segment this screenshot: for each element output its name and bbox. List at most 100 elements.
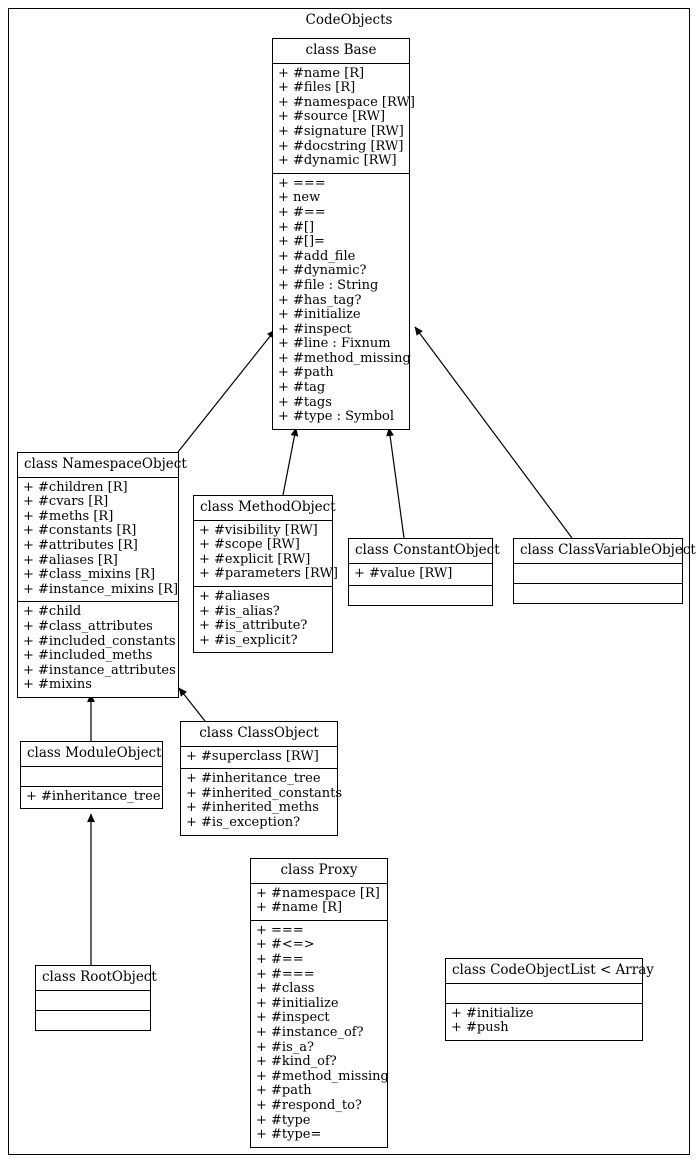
class-box-methodobject[interactable]: class MethodObject + #visibility [RW] + … — [193, 495, 338, 654]
class-member: + #type : Symbol — [278, 409, 395, 425]
class-box-classvariableobject[interactable]: class ClassVariableObject — [513, 538, 696, 604]
class-member: + #cvars [R] — [23, 494, 109, 510]
class-member: + #constants [R] — [23, 523, 137, 539]
class-box-constantobject[interactable]: class ConstantObject + #value [RW] — [348, 538, 500, 607]
class-member: + #path — [256, 1083, 312, 1099]
class-member: + #inspect — [278, 321, 352, 337]
class-member: + #is_attribute? — [199, 618, 308, 634]
class-attributes-namespaceobject: + #children [R] + #cvars [R] + #meths [R… — [18, 476, 179, 602]
class-methods-classvariableobject — [514, 582, 682, 603]
class-methods-base: + === + new + #== + #[] + #[]= + #add_fi… — [273, 172, 411, 429]
class-member: + #inherited_constants — [186, 785, 343, 801]
class-member: + #is_explicit? — [199, 632, 298, 648]
class-box-namespaceobject[interactable]: class NamespaceObject + #children [R] + … — [17, 452, 187, 698]
class-attributes-methodobject: + #visibility [RW] + #scope [RW] + #expl… — [194, 519, 338, 586]
class-member: + #instance_mixins [R] — [23, 581, 179, 597]
class-member: + #type — [256, 1112, 311, 1128]
class-member: + #mixins — [23, 677, 92, 693]
class-member: + === — [278, 175, 326, 191]
class-box-moduleobject[interactable]: class ModuleObject + #inheritance_tree — [20, 741, 163, 810]
class-member: + #dynamic? — [278, 263, 367, 279]
class-member: + #namespace [RW] — [278, 94, 415, 110]
class-attributes-constantobject: + #value [RW] — [349, 562, 492, 586]
class-member: + #initialize — [278, 307, 361, 323]
class-member: + #add_file — [278, 248, 356, 264]
class-box-rootobject[interactable]: class RootObject — [35, 965, 157, 1031]
class-title-methodobject: class MethodObject — [200, 499, 336, 515]
class-title-classvariableobject: class ClassVariableObject — [520, 542, 696, 558]
class-methods-codeobjectlist: + #initialize + #push — [446, 1002, 642, 1040]
class-member: + #is_a? — [256, 1039, 314, 1055]
class-title-moduleobject: class ModuleObject — [27, 745, 162, 761]
class-member: + #== — [278, 204, 326, 220]
class-member: + #[] — [278, 219, 315, 235]
class-member: + #inheritance_tree — [186, 771, 321, 787]
class-box-proxy[interactable]: class Proxy + #namespace [R] + #name [R]… — [250, 858, 389, 1148]
class-attributes-classobject: + #superclass [RW] — [181, 745, 337, 769]
class-member: + #inspect — [256, 1010, 330, 1026]
class-member: + #line : Fixnum — [278, 336, 391, 352]
class-member: + #instance_attributes — [23, 662, 176, 678]
class-member: + #visibility [RW] — [199, 522, 318, 538]
class-box-codeobjectlist[interactable]: class CodeObjectList < Array + #initiali… — [445, 958, 654, 1041]
class-member: + #scope [RW] — [199, 537, 300, 553]
class-member: + #docstring [RW] — [278, 138, 404, 154]
class-member: + #initialize — [451, 1005, 534, 1021]
class-member: + === — [256, 922, 304, 938]
class-member: + #instance_of? — [256, 1024, 364, 1040]
class-attributes-proxy: + #namespace [R] + #name [R] — [251, 882, 387, 920]
class-member: + #is_exception? — [186, 814, 301, 830]
class-attributes-base: + #name [R] + #files [R] + #namespace [R… — [273, 62, 415, 173]
class-member: + #method_missing — [256, 1068, 389, 1084]
cluster-title: CodeObjects — [305, 12, 393, 28]
class-member: + #type= — [256, 1127, 322, 1143]
class-attributes-moduleobject — [21, 765, 162, 786]
class-member: + #[]= — [278, 234, 325, 250]
class-member: + #path — [278, 365, 334, 381]
class-member: + #kind_of? — [256, 1054, 337, 1070]
class-title-codeobjectlist: class CodeObjectList < Array — [452, 962, 654, 978]
class-member: + #source [RW] — [278, 109, 386, 125]
class-member: + #name [R] — [278, 65, 365, 81]
class-member: + #aliases [R] — [23, 552, 118, 568]
class-member: + #dynamic [RW] — [278, 153, 397, 169]
class-member: + #is_alias? — [199, 603, 280, 619]
class-methods-moduleobject: + #inheritance_tree — [21, 785, 162, 809]
class-member: + new — [278, 190, 321, 206]
class-member: + #respond_to? — [256, 1097, 362, 1113]
class-member: + #<=> — [256, 937, 315, 953]
class-member: + #tag — [278, 380, 326, 396]
class-member: + #file : String — [278, 277, 379, 293]
class-methods-namespaceobject: + #child + #class_attributes + #included… — [18, 601, 178, 697]
class-member: + #inheritance_tree — [26, 788, 161, 804]
class-attributes-classvariableobject — [514, 562, 682, 583]
class-methods-proxy: + === + #<=> + #== + #=== + #class + #in… — [251, 919, 389, 1147]
class-member: + #namespace [R] — [256, 885, 380, 901]
class-title-rootobject: class RootObject — [42, 969, 157, 985]
class-member: + #files [R] — [278, 80, 356, 96]
class-title-classobject: class ClassObject — [199, 725, 319, 741]
class-box-classobject[interactable]: class ClassObject + #superclass [RW] + #… — [180, 721, 343, 836]
class-member: + #aliases — [199, 588, 270, 604]
cluster-frame-codeobjects — [8, 8, 690, 1155]
class-member: + #has_tag? — [278, 292, 362, 308]
class-member: + #included_constants — [23, 633, 176, 649]
class-member: + #class_attributes — [23, 618, 153, 634]
class-member: + #name [R] — [256, 900, 343, 916]
class-methods-constantobject — [349, 585, 492, 605]
class-member: + #meths [R] — [23, 508, 114, 524]
class-member: + #== — [256, 951, 304, 967]
class-member: + #class — [256, 981, 315, 997]
class-member: + #value [RW] — [354, 565, 453, 581]
class-member: + #=== — [256, 966, 315, 982]
class-box-base[interactable]: class Base + #name [R] + #files [R] + #n… — [272, 38, 415, 430]
class-member: + #push — [451, 1020, 509, 1036]
class-member: + #included_meths — [23, 648, 153, 664]
class-methods-rootobject — [36, 1009, 150, 1030]
class-member: + #method_missing — [278, 350, 411, 366]
class-member: + #inherited_meths — [186, 800, 319, 816]
class-member: + #child — [23, 604, 82, 620]
class-member: + #parameters [RW] — [199, 566, 338, 582]
class-member: + #children [R] — [23, 479, 128, 495]
